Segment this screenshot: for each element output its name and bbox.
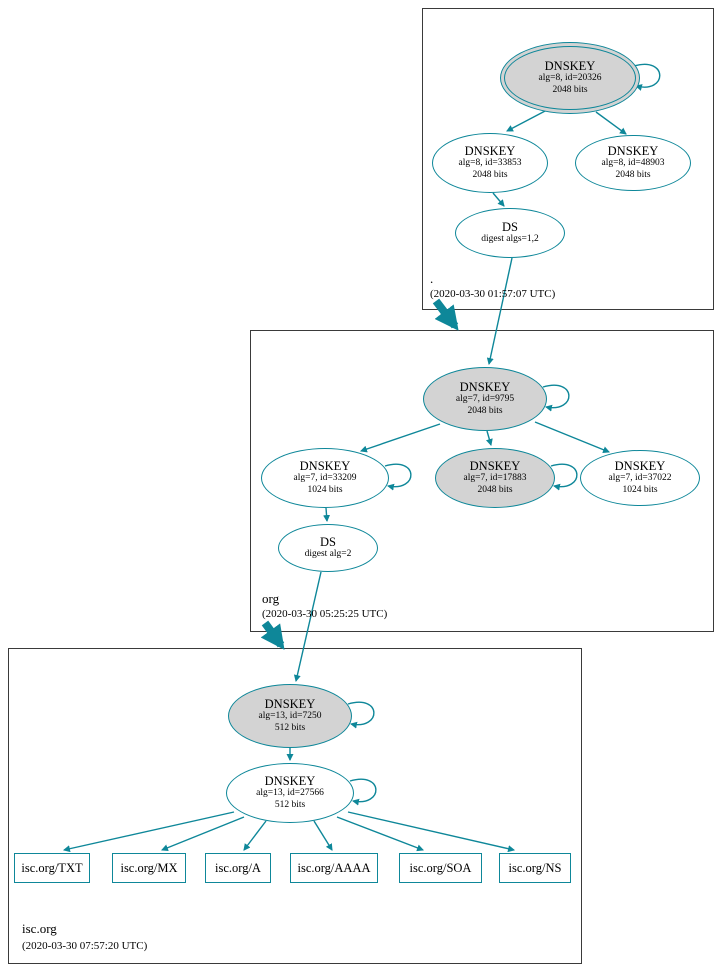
dnskey-isc-ksk-alg-id: alg=13, id=7250 <box>258 711 322 722</box>
dnskey-root-zsk-title: DNSKEY <box>464 143 516 158</box>
dnskey-root-48903-bits: 2048 bits <box>615 170 651 181</box>
rrset-isc-org-mx[interactable]: isc.org/MX <box>112 853 186 883</box>
rrset-isc-org-aaaa-label: isc.org/AAAA <box>297 860 371 875</box>
dnskey-isc-zsk-alg-id: alg=13, id=27566 <box>256 788 324 799</box>
zone-timestamp-org: (2020-03-30 05:25:25 UTC) <box>262 608 388 620</box>
ds-org-title: DS <box>502 219 518 234</box>
zone-box-isc-org <box>8 648 582 964</box>
zone-box-root <box>422 8 714 310</box>
dnskey-root-zsk-alg-id: alg=8, id=33853 <box>458 158 522 169</box>
dnskey-org-zsk-bits: 1024 bits <box>307 485 343 496</box>
dnskey-org-zsk-title: DNSKEY <box>299 458 351 473</box>
dnskey-root-ksk-20326[interactable]: DNSKEY alg=8, id=20326 2048 bits <box>500 42 640 114</box>
dnskey-org-37022-bits: 1024 bits <box>622 485 658 496</box>
rrset-isc-org-txt-label: isc.org/TXT <box>21 860 83 875</box>
dnskey-root-zsk-bits: 2048 bits <box>472 170 508 181</box>
dnskey-root-48903[interactable]: DNSKEY alg=8, id=48903 2048 bits <box>575 135 691 191</box>
dnskey-root-48903-alg-id: alg=8, id=48903 <box>601 158 665 169</box>
ds-isc-title: DS <box>320 534 336 549</box>
dnskey-isc-zsk-title: DNSKEY <box>264 773 316 788</box>
zone-timestamp-isc-org: (2020-03-30 07:57:20 UTC) <box>22 940 148 952</box>
dnskey-isc-ksk-title: DNSKEY <box>264 696 316 711</box>
dnskey-org-17883-bits: 2048 bits <box>477 485 513 496</box>
rrset-isc-org-aaaa[interactable]: isc.org/AAAA <box>290 853 378 883</box>
dnskey-org-37022[interactable]: DNSKEY alg=7, id=37022 1024 bits <box>580 450 700 506</box>
dnskey-org-37022-title: DNSKEY <box>614 458 666 473</box>
rrset-isc-org-a[interactable]: isc.org/A <box>205 853 271 883</box>
dnskey-org-ksk-9795[interactable]: DNSKEY alg=7, id=9795 2048 bits <box>423 367 547 431</box>
dnskey-root-ksk-bits: 2048 bits <box>552 85 588 96</box>
dnskey-root-ksk-alg-id: alg=8, id=20326 <box>538 73 602 84</box>
rrset-isc-org-a-label: isc.org/A <box>215 860 261 875</box>
zone-label-root: . <box>430 271 434 286</box>
zone-box-org <box>250 330 714 632</box>
ds-org-in-root[interactable]: DS digest algs=1,2 <box>455 208 565 258</box>
dnskey-org-ksk-title: DNSKEY <box>459 379 511 394</box>
rrset-isc-org-txt[interactable]: isc.org/TXT <box>14 853 90 883</box>
ds-org-digest: digest algs=1,2 <box>481 234 539 245</box>
dnskey-org-zsk-alg-id: alg=7, id=33209 <box>293 473 357 484</box>
dnskey-org-ksk-alg-id: alg=7, id=9795 <box>455 394 515 405</box>
dnskey-org-zsk-33209[interactable]: DNSKEY alg=7, id=33209 1024 bits <box>261 448 389 508</box>
dnskey-org-17883[interactable]: DNSKEY alg=7, id=17883 2048 bits <box>435 448 555 508</box>
zone-timestamp-root: (2020-03-30 01:57:07 UTC) <box>430 288 556 300</box>
zone-label-isc-org: isc.org <box>22 921 57 936</box>
dnskey-org-17883-title: DNSKEY <box>469 458 521 473</box>
dnskey-isc-ksk-bits: 512 bits <box>274 723 306 734</box>
rrset-isc-org-mx-label: isc.org/MX <box>120 860 178 875</box>
rrset-isc-org-ns-label: isc.org/NS <box>508 860 562 875</box>
dnskey-isc-zsk-bits: 512 bits <box>274 800 306 811</box>
dnskey-org-ksk-bits: 2048 bits <box>467 406 503 417</box>
dnskey-root-ksk-title: DNSKEY <box>544 58 596 73</box>
rrset-isc-org-soa-label: isc.org/SOA <box>409 860 472 875</box>
dnskey-isc-ksk-7250[interactable]: DNSKEY alg=13, id=7250 512 bits <box>228 684 352 748</box>
rrset-isc-org-ns[interactable]: isc.org/NS <box>499 853 571 883</box>
dnskey-root-48903-title: DNSKEY <box>607 143 659 158</box>
ds-isc-in-org[interactable]: DS digest alg=2 <box>278 524 378 572</box>
zone-label-org: org <box>262 591 280 606</box>
dnskey-org-37022-alg-id: alg=7, id=37022 <box>608 473 672 484</box>
dnskey-isc-zsk-27566[interactable]: DNSKEY alg=13, id=27566 512 bits <box>226 763 354 823</box>
dnskey-root-zsk-33853[interactable]: DNSKEY alg=8, id=33853 2048 bits <box>432 133 548 193</box>
rrset-isc-org-soa[interactable]: isc.org/SOA <box>399 853 482 883</box>
ds-isc-digest: digest alg=2 <box>304 549 352 560</box>
dnskey-org-17883-alg-id: alg=7, id=17883 <box>463 473 527 484</box>
